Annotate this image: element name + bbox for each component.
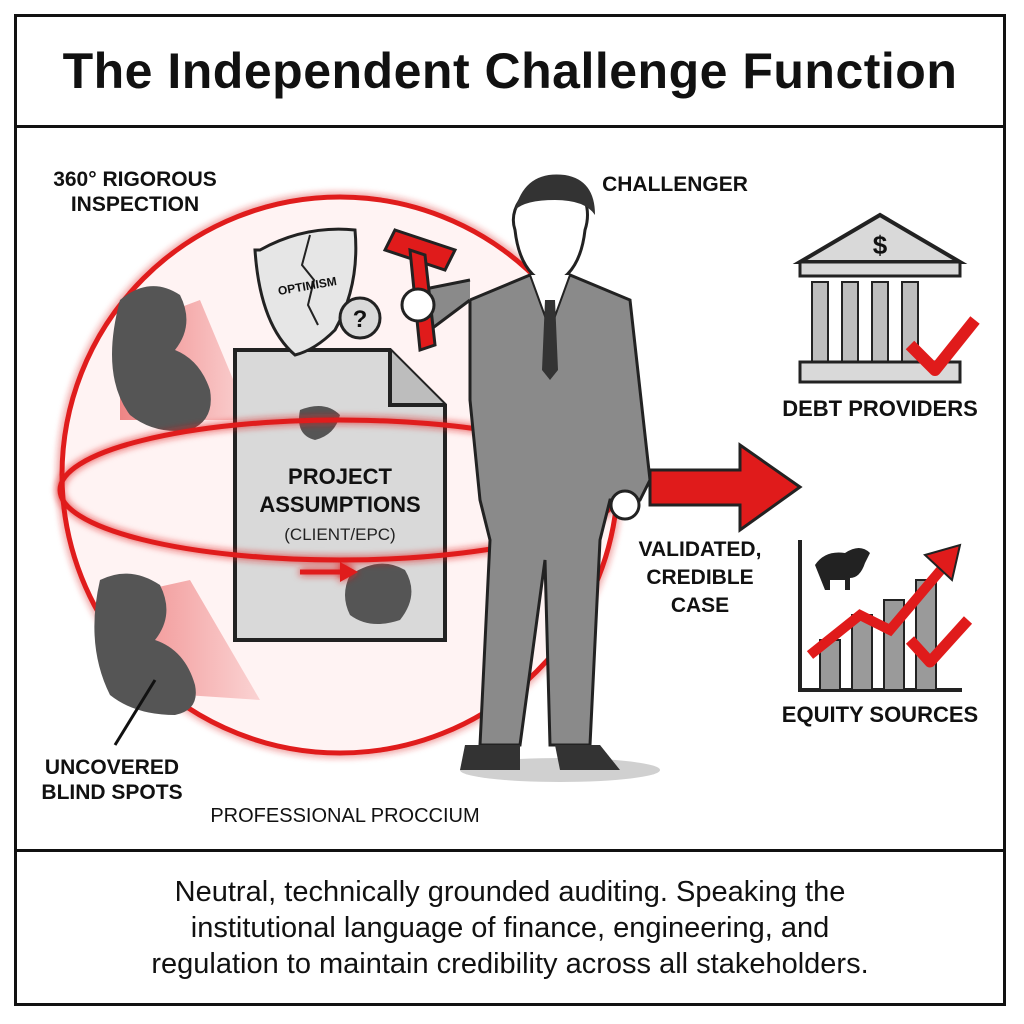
page-title: The Independent Challenge Function [62, 43, 958, 99]
question-icon [338, 296, 382, 340]
hammer-icon [382, 228, 458, 353]
document-label: ASSUMPTIONS [259, 492, 420, 517]
proccium-label: PROFESSIONAL PROCCIUM [210, 805, 479, 827]
caption-bar: Neutral, technically grounded auditing. … [17, 849, 1003, 1003]
validated-label: CREDIBLE [646, 566, 753, 589]
challenger-label: CHALLENGER [602, 173, 748, 196]
equity-sources-label: EQUITY SOURCES [782, 702, 978, 727]
title-bar: The Independent Challenge Function [17, 17, 1003, 128]
question-mark: ? [353, 306, 368, 333]
shield-icon [253, 227, 358, 357]
bank-icon [792, 212, 980, 384]
document-label: PROJECT [288, 464, 392, 489]
inspection-label: 360° RIGOROUS [53, 168, 217, 191]
document-label: (CLIENT/EPC) [284, 525, 395, 544]
debt-providers-label: DEBT PROVIDERS [782, 396, 978, 421]
caption-line: Neutral, technically grounded auditing. … [174, 875, 846, 908]
blind-spots-label: BLIND SPOTS [41, 781, 182, 804]
validated-label: CASE [671, 594, 729, 617]
bank-symbol: $ [873, 230, 888, 260]
validated-label: VALIDATED, [639, 538, 762, 561]
blind-spots-label: UNCOVERED [45, 756, 179, 779]
growth-chart-icon [798, 540, 973, 692]
caption-line: regulation to maintain credibility acros… [151, 947, 869, 980]
inspection-label: INSPECTION [71, 193, 199, 216]
caption: Neutral, technically grounded auditing. … [60, 874, 960, 982]
blind-spot-silhouette [112, 286, 211, 431]
blind-spot-silhouette [94, 573, 196, 715]
checkmark-icon [905, 316, 980, 376]
blind-spots-pointer [113, 679, 157, 746]
caption-line: institutional language of finance, engin… [190, 911, 830, 944]
checkmark-icon [905, 616, 973, 668]
arrow-icon [648, 442, 803, 533]
bull-icon [815, 548, 870, 590]
